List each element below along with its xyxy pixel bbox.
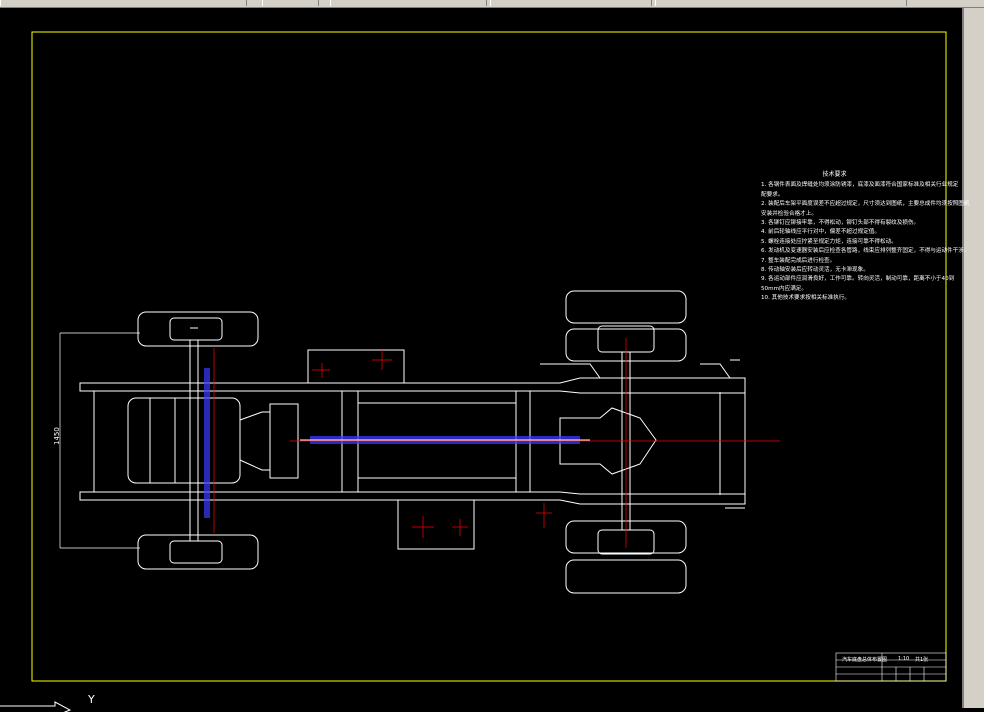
ucs-icon <box>0 701 72 712</box>
note-line: 10. 其他技术要求按相关标准执行。 <box>761 295 850 302</box>
drive-shaft <box>204 368 590 518</box>
note-line: 5. 螺栓连接处应拧紧至规定力矩，连接可靠不得松动。 <box>761 238 897 245</box>
drawing-canvas[interactable] <box>0 8 962 712</box>
center-lines <box>213 338 780 548</box>
technical-notes: 技术要求 1. 各钢件表面及焊缝处均须涂防锈漆，底漆及面漆符合国家标准及相关行业… <box>761 170 970 304</box>
toolbar-strip <box>0 0 984 8</box>
cad-drawing <box>0 31 947 712</box>
front-axle <box>137 311 259 570</box>
toolbar-segment[interactable] <box>262 0 319 6</box>
toolbar-segment[interactable] <box>490 0 652 6</box>
note-line: 1. 各钢件表面及焊缝处均须涂防锈漆，底漆及面漆符合国家标准及相关行业规定 <box>761 182 959 189</box>
vertical-scrollbar[interactable] <box>962 8 984 708</box>
note-line: 安装并检验合格才上。 <box>761 210 817 217</box>
toolbar-segment[interactable] <box>655 0 907 6</box>
note-line: 2. 装配后车架平面度误差不应超过规定，尺寸须达到图纸，主要总成件均须按照图纸 <box>761 201 970 208</box>
ucs-y-label: Y <box>88 693 95 706</box>
dimension-1450 <box>59 332 140 549</box>
note-line: 9. 各运动部件应润滑良好，工作可靠。转向灵活，制动可靠，距离不小于40到 <box>761 276 955 283</box>
note-line: 4. 前后轮轴线应平行对中，偏差不超过规定值。 <box>761 229 880 236</box>
note-line: 8. 传动轴安装后应转动灵活，无卡滞现象。 <box>761 267 869 274</box>
note-line: 6. 发动机及变速器安装后应检查各管路，线束应排列整齐固定，不得与运动件干涉。 <box>761 248 970 255</box>
toolbar-segment[interactable] <box>0 0 247 6</box>
toolbar-segment[interactable] <box>330 0 487 6</box>
note-line: 3. 各铆钉应铆接牢靠，不得松动，铆钉头部不得有裂纹及损伤。 <box>761 220 920 227</box>
title-block-scale: 1:10 <box>898 656 910 662</box>
dimension-label: 1450 <box>53 427 61 445</box>
sheet-frame <box>31 31 947 682</box>
title-block-sheet: 共1张 <box>915 657 929 663</box>
title-block <box>835 652 947 682</box>
note-line: 7. 整车装配完成后进行检查。 <box>761 257 836 264</box>
note-line: 配要求。 <box>761 191 784 198</box>
notes-title: 技术要求 <box>822 171 847 178</box>
note-line: 50mm内应满足。 <box>761 285 807 292</box>
chassis-frame <box>79 349 746 550</box>
title-block-name: 汽车底盘总体布置图 <box>842 657 888 663</box>
